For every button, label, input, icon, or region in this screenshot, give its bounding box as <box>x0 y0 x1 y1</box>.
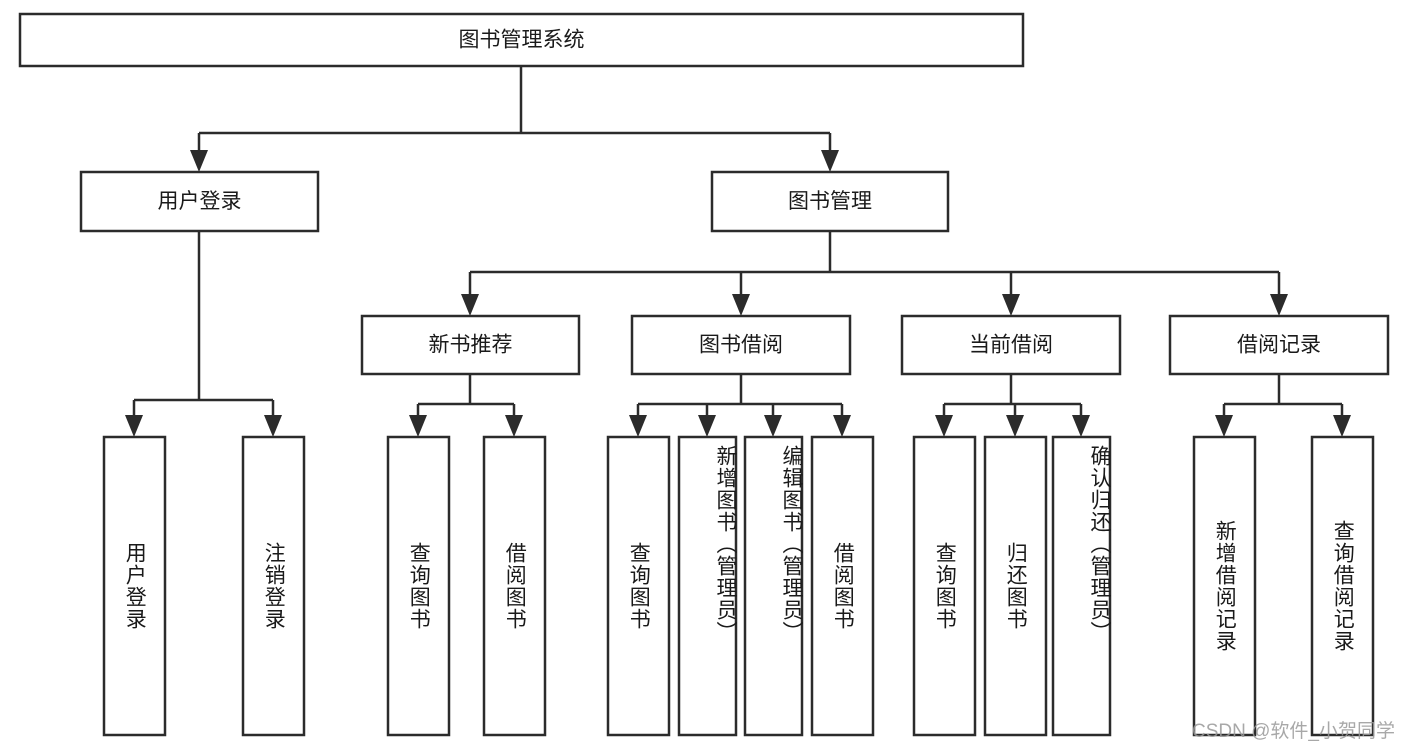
arrow-head-level3-2-1 <box>1006 415 1024 437</box>
arrow-head-level3-3-0 <box>1215 415 1233 437</box>
node-box-leaf-query-borrow-record[interactable] <box>1310 435 1375 737</box>
node-box-leaf-add-borrow-record[interactable] <box>1192 435 1257 737</box>
csdn-watermark: CSDN @软件_小贺同学 <box>1192 721 1395 742</box>
arrow-head-level3-1-0 <box>629 415 647 437</box>
node-box-leaf-borrow-book[interactable] <box>810 435 875 737</box>
node-box-leaf-user-login[interactable] <box>102 435 167 737</box>
arrow-head-mgmt-to-level3-0 <box>461 294 479 316</box>
node-label-root: 图书管理系统 <box>459 29 585 52</box>
node-box-book-borrow[interactable] <box>630 314 852 376</box>
arrow-head-login-to-leaves-0 <box>125 415 143 437</box>
node-label-current-borrow: 当前借阅 <box>969 334 1053 357</box>
arrow-head-level3-2-0 <box>935 415 953 437</box>
node-box-leaf-confirm-return[interactable] <box>1051 435 1112 737</box>
arrow-head-level3-2-2 <box>1072 415 1090 437</box>
node-box-current-borrow[interactable] <box>900 314 1122 376</box>
arrow-head-level3-1-1 <box>698 415 716 437</box>
arrow-head-mgmt-to-level3-1 <box>732 294 750 316</box>
node-label-new-book-recommend: 新书推荐 <box>429 334 513 357</box>
arrow-head-level3-1-3 <box>833 415 851 437</box>
node-box-leaf-logout[interactable] <box>241 435 306 737</box>
arrow-head-level3-3-1 <box>1333 415 1351 437</box>
arrow-head-level3-0-0 <box>409 415 427 437</box>
node-box-new-book-recommend[interactable] <box>360 314 581 376</box>
node-label-borrow-record: 借阅记录 <box>1237 334 1321 357</box>
arrow-head-root-to-level2-1 <box>821 150 839 172</box>
arrow-head-mgmt-to-level3-2 <box>1002 294 1020 316</box>
node-label-book-borrow: 图书借阅 <box>699 334 783 357</box>
node-box-borrow-record[interactable] <box>1168 314 1390 376</box>
node-box-user-login[interactable] <box>79 170 320 233</box>
node-box-leaf-query-book-recommend[interactable] <box>386 435 451 737</box>
node-box-root[interactable] <box>18 12 1025 68</box>
arrow-head-mgmt-to-level3-3 <box>1270 294 1288 316</box>
node-box-layer <box>18 12 1390 737</box>
node-box-book-management[interactable] <box>710 170 950 233</box>
arrow-head-level3-1-2 <box>764 415 782 437</box>
node-box-leaf-query-book-borrow[interactable] <box>606 435 671 737</box>
connector-layer <box>125 66 1351 437</box>
arrow-head-root-to-level2-0 <box>190 150 208 172</box>
node-box-leaf-query-book-current[interactable] <box>912 435 977 737</box>
node-box-leaf-borrow-book-recommend[interactable] <box>482 435 547 737</box>
node-label-book-management: 图书管理 <box>788 190 872 213</box>
node-box-leaf-edit-book[interactable] <box>743 435 804 737</box>
arrow-head-login-to-leaves-1 <box>264 415 282 437</box>
node-box-leaf-add-book[interactable] <box>677 435 738 737</box>
arrow-head-level3-0-1 <box>505 415 523 437</box>
node-box-leaf-return-book[interactable] <box>983 435 1048 737</box>
node-label-user-login: 用户登录 <box>158 190 242 213</box>
